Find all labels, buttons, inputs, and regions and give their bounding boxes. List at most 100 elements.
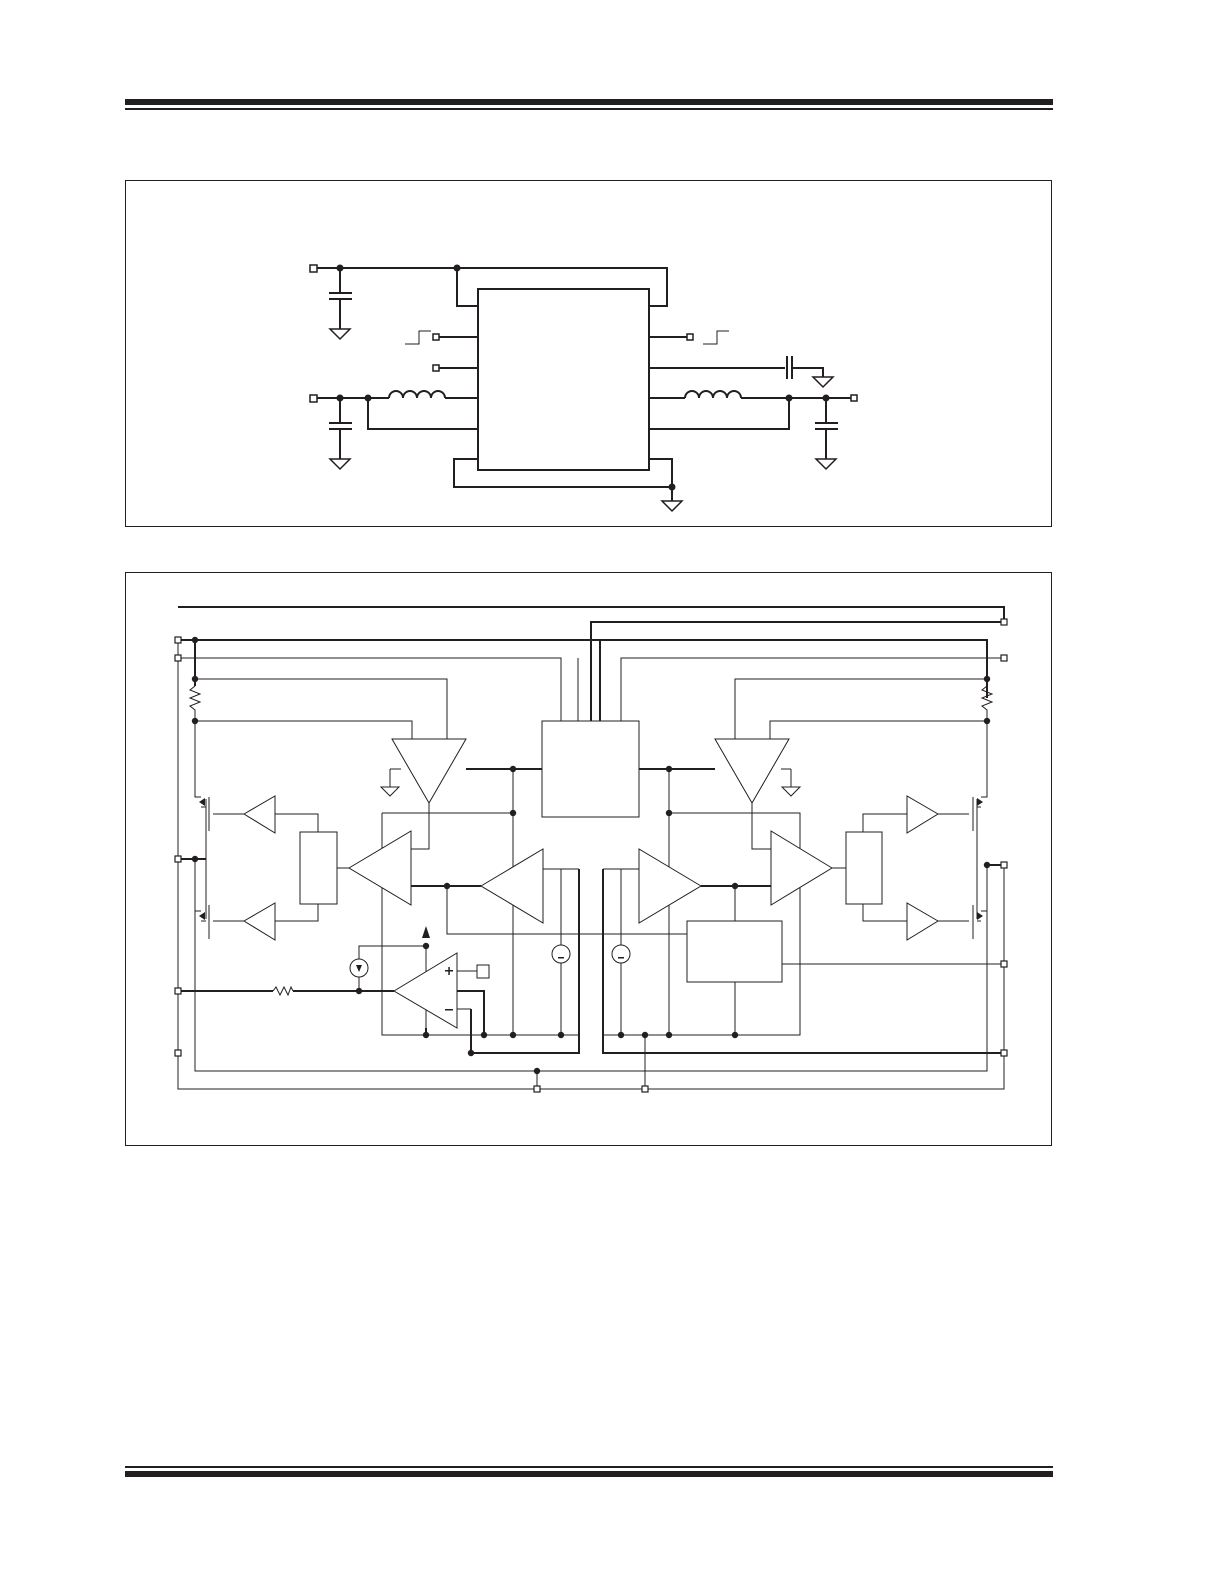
minus-sign bbox=[618, 957, 624, 959]
junction-dot bbox=[453, 264, 461, 272]
gate-1 bbox=[208, 797, 244, 831]
pwm1-link bbox=[446, 886, 687, 935]
junction-dot bbox=[665, 765, 673, 773]
ground-icon bbox=[814, 458, 838, 471]
header-rule-thick bbox=[125, 99, 1053, 105]
ground-icon bbox=[328, 458, 352, 471]
junction-dot bbox=[731, 1031, 739, 1039]
resistor-fb bbox=[272, 985, 294, 997]
arrow-up-icon bbox=[422, 926, 430, 938]
pwm-comp-2 bbox=[770, 830, 833, 906]
driver-logic-1 bbox=[299, 831, 338, 905]
gate-4 bbox=[938, 905, 974, 939]
pwm-comp-1 bbox=[348, 830, 412, 906]
gate-driver-2 bbox=[243, 902, 276, 941]
driver-link-1 bbox=[275, 813, 319, 832]
en1-terminal bbox=[432, 333, 440, 341]
center-bus bbox=[590, 621, 1004, 721]
voltage-source-icon bbox=[611, 944, 631, 964]
sense1-line bbox=[195, 678, 448, 739]
comp1-link bbox=[411, 803, 430, 850]
ground-icon bbox=[780, 786, 802, 797]
gnd-loop bbox=[453, 458, 673, 488]
pin-terminal bbox=[174, 855, 182, 863]
junction-dot bbox=[617, 1031, 625, 1039]
gnd-link-2 bbox=[781, 768, 792, 787]
resistor-2 bbox=[980, 685, 994, 721]
mosfet4-d bbox=[977, 865, 988, 922]
voltage-source-icon bbox=[551, 944, 571, 964]
block-diagram-schematic bbox=[174, 606, 1008, 1093]
right-thick-bus bbox=[602, 869, 1004, 1054]
pin-terminal bbox=[641, 1085, 649, 1093]
ground-icon bbox=[660, 500, 684, 513]
pin-terminal bbox=[1000, 654, 1008, 662]
inner-right-box bbox=[603, 812, 801, 1036]
ground-icon bbox=[379, 786, 401, 797]
junction-dot bbox=[665, 809, 673, 817]
mosfet-arrow-icon bbox=[977, 912, 983, 920]
typical-application-schematic bbox=[309, 264, 858, 513]
left-thick-bus bbox=[470, 869, 580, 1054]
junction-dot bbox=[422, 942, 430, 950]
gnd-inner-rail bbox=[194, 859, 988, 1072]
pin-terminal bbox=[1000, 861, 1008, 869]
junction-dot bbox=[665, 1031, 673, 1039]
junction-dot bbox=[785, 394, 793, 402]
fb1-wire bbox=[367, 398, 478, 430]
mosfet1-d bbox=[194, 721, 206, 808]
driver-link-2 bbox=[275, 904, 319, 922]
outer-bottom-rail bbox=[177, 640, 1005, 1090]
junction-dot bbox=[983, 861, 991, 869]
footer-rule-thin bbox=[125, 1466, 1053, 1468]
junction-dot bbox=[336, 264, 344, 272]
driver-logic-2 bbox=[845, 831, 883, 905]
arrow-down-icon bbox=[356, 965, 362, 972]
pin-terminal bbox=[1000, 960, 1008, 968]
pin-terminal bbox=[1000, 1049, 1008, 1057]
junction-dot bbox=[668, 483, 676, 491]
figure-block-diagram bbox=[125, 572, 1052, 1146]
error-amp-1 bbox=[391, 738, 467, 804]
pvin1-line bbox=[178, 657, 562, 721]
mosfet-arrow-icon bbox=[977, 798, 983, 806]
mosfet3-d bbox=[977, 721, 988, 808]
gate-driver-3 bbox=[906, 795, 939, 834]
ground-icon bbox=[811, 376, 835, 389]
inductor-1 bbox=[388, 390, 446, 399]
junction-dot bbox=[509, 809, 517, 817]
sense1b-line bbox=[195, 720, 413, 739]
slope-amp-1 bbox=[480, 848, 544, 924]
junction-dot bbox=[533, 1067, 541, 1075]
vin1-rail bbox=[178, 639, 601, 721]
junction-dot bbox=[355, 987, 363, 995]
control-logic-block bbox=[541, 720, 640, 818]
gnd-link-1 bbox=[389, 768, 401, 787]
ic-body bbox=[477, 288, 650, 471]
footer-rule-thick bbox=[125, 1471, 1053, 1477]
junction-dot bbox=[557, 1031, 565, 1039]
junction-dot bbox=[191, 717, 199, 725]
junction-dot bbox=[364, 394, 372, 402]
ss-cap-wire bbox=[649, 356, 824, 379]
top-rail bbox=[178, 606, 1005, 622]
driver-link-4 bbox=[862, 904, 907, 922]
minus-sign bbox=[445, 1009, 453, 1011]
en1-waveform bbox=[405, 330, 431, 345]
center-bottom bbox=[536, 1035, 646, 1089]
pin-terminal bbox=[174, 636, 182, 644]
oscillator-block bbox=[686, 920, 783, 983]
reference-block bbox=[476, 964, 490, 979]
sense2b-line bbox=[769, 720, 987, 739]
vout1-terminal bbox=[309, 394, 318, 403]
pg-waveform bbox=[703, 330, 729, 345]
junction-dot bbox=[467, 1049, 475, 1057]
error-amp-2 bbox=[714, 738, 790, 804]
sense2-line bbox=[734, 678, 987, 739]
gate-driver-1 bbox=[243, 795, 276, 834]
junction-dot bbox=[983, 717, 991, 725]
junction-dot bbox=[509, 1031, 517, 1039]
slope-amp-2 bbox=[638, 848, 702, 924]
vin2-rail bbox=[600, 639, 988, 698]
junction-dot bbox=[191, 636, 199, 644]
